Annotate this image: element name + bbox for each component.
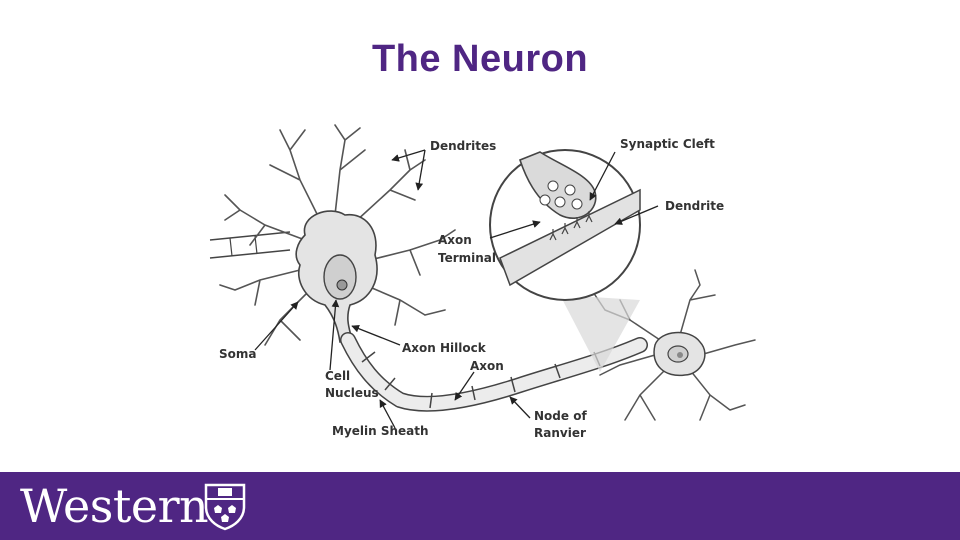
second-neuron bbox=[594, 269, 756, 421]
label-synaptic-cleft: Synaptic Cleft bbox=[620, 137, 715, 151]
label-axon-terminal-2: Terminal bbox=[438, 251, 496, 265]
label-dendrite: Dendrite bbox=[665, 199, 724, 213]
label-myelin-sheath: Myelin Sheath bbox=[332, 424, 429, 438]
label-axon-terminal-1: Axon bbox=[438, 233, 472, 247]
western-wordmark: Western bbox=[20, 479, 209, 533]
nucleolus bbox=[336, 279, 348, 291]
label-soma: Soma bbox=[219, 347, 257, 361]
label-cell-nucleus-2: Nucleus bbox=[325, 386, 379, 400]
main-dendrites bbox=[219, 124, 456, 346]
label-node-of-ranvier-2: Ranvier bbox=[534, 426, 586, 440]
neuron-diagram: Dendrites Synaptic Cleft Dendrite Axon T… bbox=[209, 124, 756, 440]
label-axon-hillock: Axon Hillock bbox=[402, 341, 487, 355]
label-node-of-ranvier-1: Node of bbox=[534, 409, 587, 423]
label-dendrites: Dendrites bbox=[430, 139, 496, 153]
synapse-magnified-view bbox=[489, 149, 641, 301]
footer-bar: Western bbox=[0, 472, 960, 540]
label-arrows bbox=[254, 149, 659, 429]
label-cell-nucleus-1: Cell bbox=[325, 369, 350, 383]
university-crest-icon bbox=[204, 483, 246, 531]
label-axon: Axon bbox=[470, 359, 504, 373]
slide-title: The Neuron bbox=[371, 38, 589, 80]
magnification-cone bbox=[560, 295, 640, 372]
nucleus bbox=[323, 254, 357, 300]
